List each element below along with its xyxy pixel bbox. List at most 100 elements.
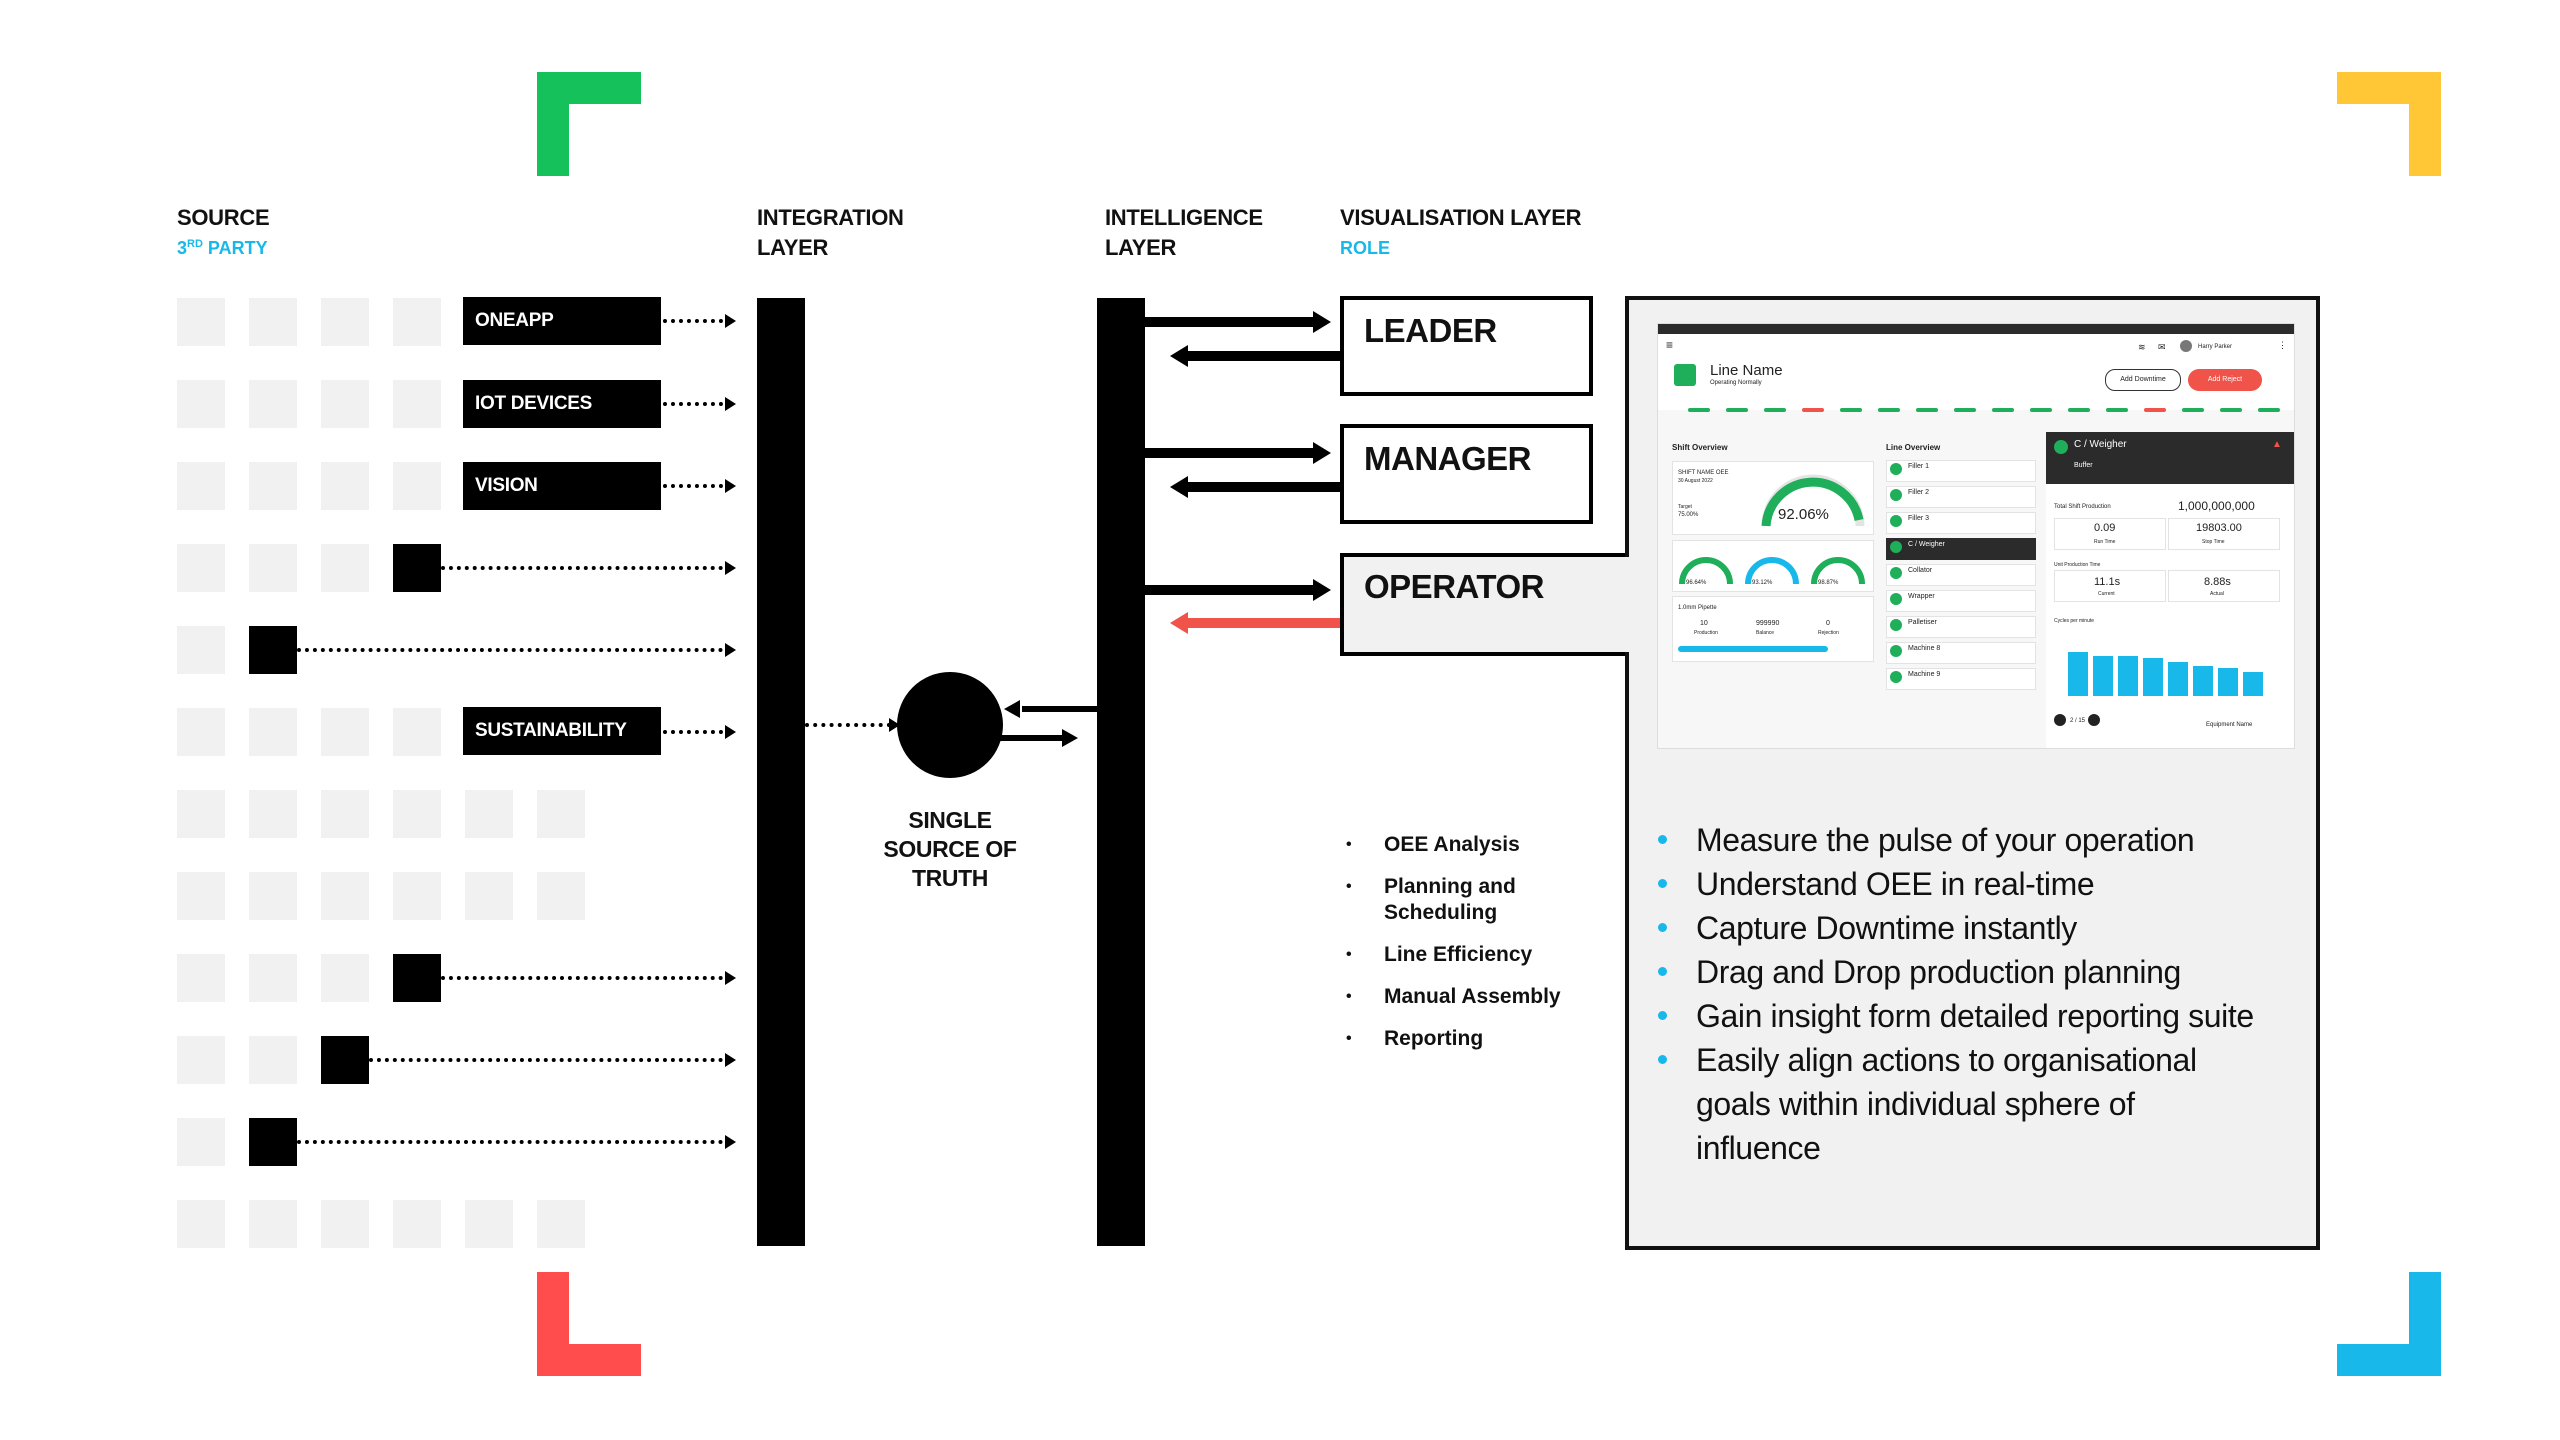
source-node: [321, 872, 369, 920]
actual-card: [2168, 570, 2280, 602]
machine-status-indicator: [2144, 408, 2166, 412]
machine-status-indicator: [2106, 408, 2128, 412]
detail-header: [2046, 432, 2294, 484]
source-node-active: [249, 626, 297, 674]
intelligence-to-ssot-line: [1022, 706, 1098, 712]
dashboard-screenshot: ≡ Line Name Operating Normally ≋ ✉ Harry…: [1657, 323, 2295, 749]
unit-time-label: Unit Production Time: [2054, 562, 2101, 568]
connector-dotted-line: [369, 1058, 723, 1062]
intelligence-to-ssot-arrowhead: [1004, 700, 1020, 718]
role-operator: OPERATOR: [1364, 568, 1544, 605]
connector-dotted-line: [663, 319, 723, 323]
connector-arrowhead: [725, 1053, 736, 1067]
add-downtime-button[interactable]: Add Downtime: [2105, 369, 2181, 391]
benefit-item: Measure the pulse of your operation: [1656, 818, 2286, 862]
source-oneapp: ONEAPP: [463, 297, 661, 345]
connector-dotted-line: [441, 976, 723, 980]
cycle-bar: [2143, 658, 2163, 696]
connector-dotted-line: [297, 648, 723, 652]
add-reject-button[interactable]: Add Reject: [2188, 369, 2262, 391]
source-node: [177, 1036, 225, 1084]
header-integration-line1: INTEGRATION: [757, 205, 904, 230]
role-operator-box: [1340, 553, 1629, 656]
rejection-label: Rejection: [1818, 630, 1839, 636]
actual-value: 8.88s: [2204, 576, 2231, 588]
connector-dotted-line: [663, 402, 723, 406]
gear-icon: [1890, 489, 1902, 501]
machine-status-indicator: [1726, 408, 1748, 412]
more-icon[interactable]: ⋮: [2278, 340, 2287, 350]
source-node: [465, 1200, 513, 1248]
menu-icon[interactable]: ≡: [1666, 338, 1674, 352]
line-item[interactable]: [1886, 616, 2036, 638]
mail-icon[interactable]: ✉: [2158, 342, 2166, 352]
header-visualisation: VISUALISATION LAYER: [1340, 205, 1582, 230]
source-sustainability: SUSTAINABILITY: [463, 707, 661, 755]
connector-arrowhead: [725, 971, 736, 985]
equipment-label: Equipment Name: [2206, 722, 2253, 728]
gear-icon: [1890, 619, 1902, 631]
line-overview-title: Line Overview: [1886, 443, 1941, 452]
feature-line-efficiency: Line Efficiency: [1346, 942, 1584, 968]
wifi-icon: ≋: [2138, 342, 2146, 352]
actual-label: Actual: [2210, 591, 2224, 597]
source-node: [321, 380, 369, 428]
source-node: [537, 1200, 585, 1248]
connector-arrowhead: [725, 561, 736, 575]
shift-date: 30 August 2022: [1678, 478, 1713, 484]
line-item[interactable]: [1886, 564, 2036, 586]
source-node: [177, 626, 225, 674]
connector-dotted-line: [663, 484, 723, 488]
source-node: [321, 298, 369, 346]
current-value: 11.1s: [2094, 576, 2121, 588]
source-vision: VISION: [463, 462, 661, 510]
machine-status-indicator: [1992, 408, 2014, 412]
detail-sub: Buffer: [2074, 462, 2093, 469]
source-node: [177, 1200, 225, 1248]
corner-bracket-bottom-left: [537, 1272, 641, 1376]
single-source-label: SINGLE SOURCE OF TRUTH: [870, 806, 1030, 893]
machine-status-indicator: [2220, 408, 2242, 412]
line-item[interactable]: [1886, 460, 2036, 482]
pager-next-button[interactable]: [2088, 714, 2100, 726]
shift-overview-title: Shift Overview: [1672, 443, 1728, 452]
user-avatar[interactable]: [2180, 340, 2192, 352]
pager-prev-button[interactable]: [2054, 714, 2066, 726]
operator-panel-join: [1625, 557, 1631, 652]
line-item[interactable]: [1886, 642, 2036, 664]
oee-gauge: [1761, 474, 1865, 527]
gear-icon: [1890, 645, 1902, 657]
dashboard-window-bar: [1658, 324, 2294, 334]
corner-bracket-top-right: [2337, 72, 2441, 176]
stop-time-label: Stop Time: [2202, 539, 2225, 545]
benefit-item: Drag and Drop production planning: [1656, 950, 2286, 994]
line-item-label: Machine 8: [1908, 645, 1941, 652]
machine-status-indicator: [1688, 408, 1710, 412]
machine-status-indicator: [1802, 408, 1824, 412]
role-manager: MANAGER: [1340, 424, 1593, 524]
leader-out-line: [1145, 317, 1315, 327]
line-item[interactable]: [1886, 512, 2036, 534]
source-node: [249, 954, 297, 1002]
header-visualisation-sub: ROLE: [1340, 238, 1391, 258]
source-node: [321, 954, 369, 1002]
feature-reporting: Reporting: [1346, 1026, 1584, 1052]
total-label: Total Shift Production: [2054, 504, 2111, 510]
cycle-bar: [2068, 652, 2088, 696]
shift-oee-label: SHIFT NAME OEE: [1678, 470, 1729, 476]
source-node: [177, 872, 225, 920]
feature-oee-analysis: OEE Analysis: [1346, 832, 1584, 858]
quality-value: 98.87%: [1818, 580, 1839, 586]
line-item[interactable]: [1886, 590, 2036, 612]
benefit-item: Understand OEE in real-time: [1656, 862, 2286, 906]
cycle-bar: [2243, 672, 2263, 696]
line-logo-icon: [1674, 364, 1696, 386]
line-item[interactable]: [1886, 538, 2036, 560]
source-node: [249, 1036, 297, 1084]
line-item[interactable]: [1886, 486, 2036, 508]
production-progress-bar: [1678, 646, 1828, 652]
cycle-bar: [2118, 656, 2138, 696]
line-item[interactable]: [1886, 668, 2036, 690]
machine-status-indicator: [2030, 408, 2052, 412]
integration-layer-bar: [757, 298, 805, 1246]
